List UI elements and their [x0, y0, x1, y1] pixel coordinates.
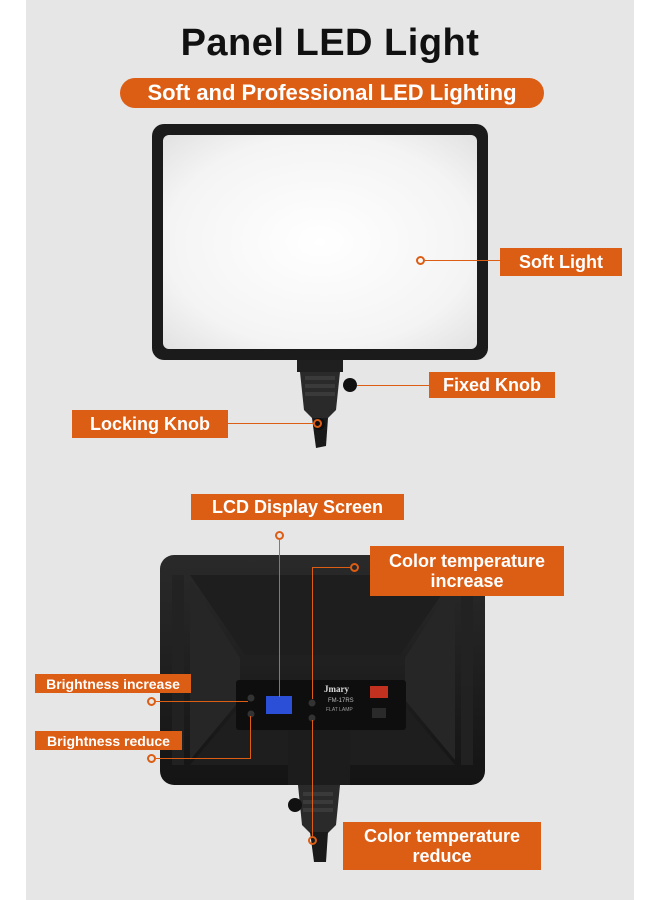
brightness-increase-leader	[156, 701, 248, 702]
page-title: Panel LED Light	[180, 22, 480, 64]
color-temp-increase-label: Color temperature increase	[370, 546, 564, 596]
brightness-reduce-marker	[147, 754, 156, 763]
brightness-reduce-leader-v	[250, 716, 251, 759]
brightness-reduce-leader-h	[156, 758, 251, 759]
lcd-display-label: LCD Display Screen	[191, 494, 404, 520]
color-temp-reduce-leader	[312, 720, 313, 838]
brightness-reduce-label: Brightness reduce	[35, 731, 182, 750]
device-model: FM-17RS	[328, 698, 354, 704]
color-temp-increase-marker	[350, 563, 359, 572]
soft-light-marker	[416, 256, 425, 265]
locking-knob-leader	[228, 423, 314, 424]
soft-light-label: Soft Light	[500, 248, 622, 276]
color-temp-increase-leader-v	[312, 567, 313, 699]
front-mount	[297, 360, 357, 448]
device-brand: Jmary	[324, 684, 349, 694]
lcd-display-leader	[279, 540, 280, 697]
fixed-knob-leader	[357, 385, 430, 386]
lcd-screen	[266, 696, 292, 714]
locking-knob-label: Locking Knob	[72, 410, 228, 438]
color-temp-reduce-label: Color temperature reduce	[343, 822, 541, 870]
device-type: FLAT LAMP	[326, 707, 353, 713]
locking-knob-marker	[313, 419, 322, 428]
fixed-knob-shape	[343, 378, 357, 392]
lcd-display-marker	[275, 531, 284, 540]
fixed-knob-label: Fixed Knob	[429, 372, 555, 398]
color-temp-reduce-marker	[308, 836, 317, 845]
control-plate	[236, 680, 406, 730]
front-panel-diffuser	[163, 135, 477, 349]
brightness-increase-marker	[147, 697, 156, 706]
back-panel	[160, 555, 485, 785]
color-temp-increase-leader-h	[312, 567, 350, 568]
front-panel	[152, 124, 488, 360]
subtitle-banner: Soft and Professional LED Lighting	[120, 78, 544, 108]
back-mount	[288, 785, 340, 862]
brightness-increase-label: Brightness increase	[35, 674, 191, 693]
soft-light-leader	[425, 260, 502, 261]
